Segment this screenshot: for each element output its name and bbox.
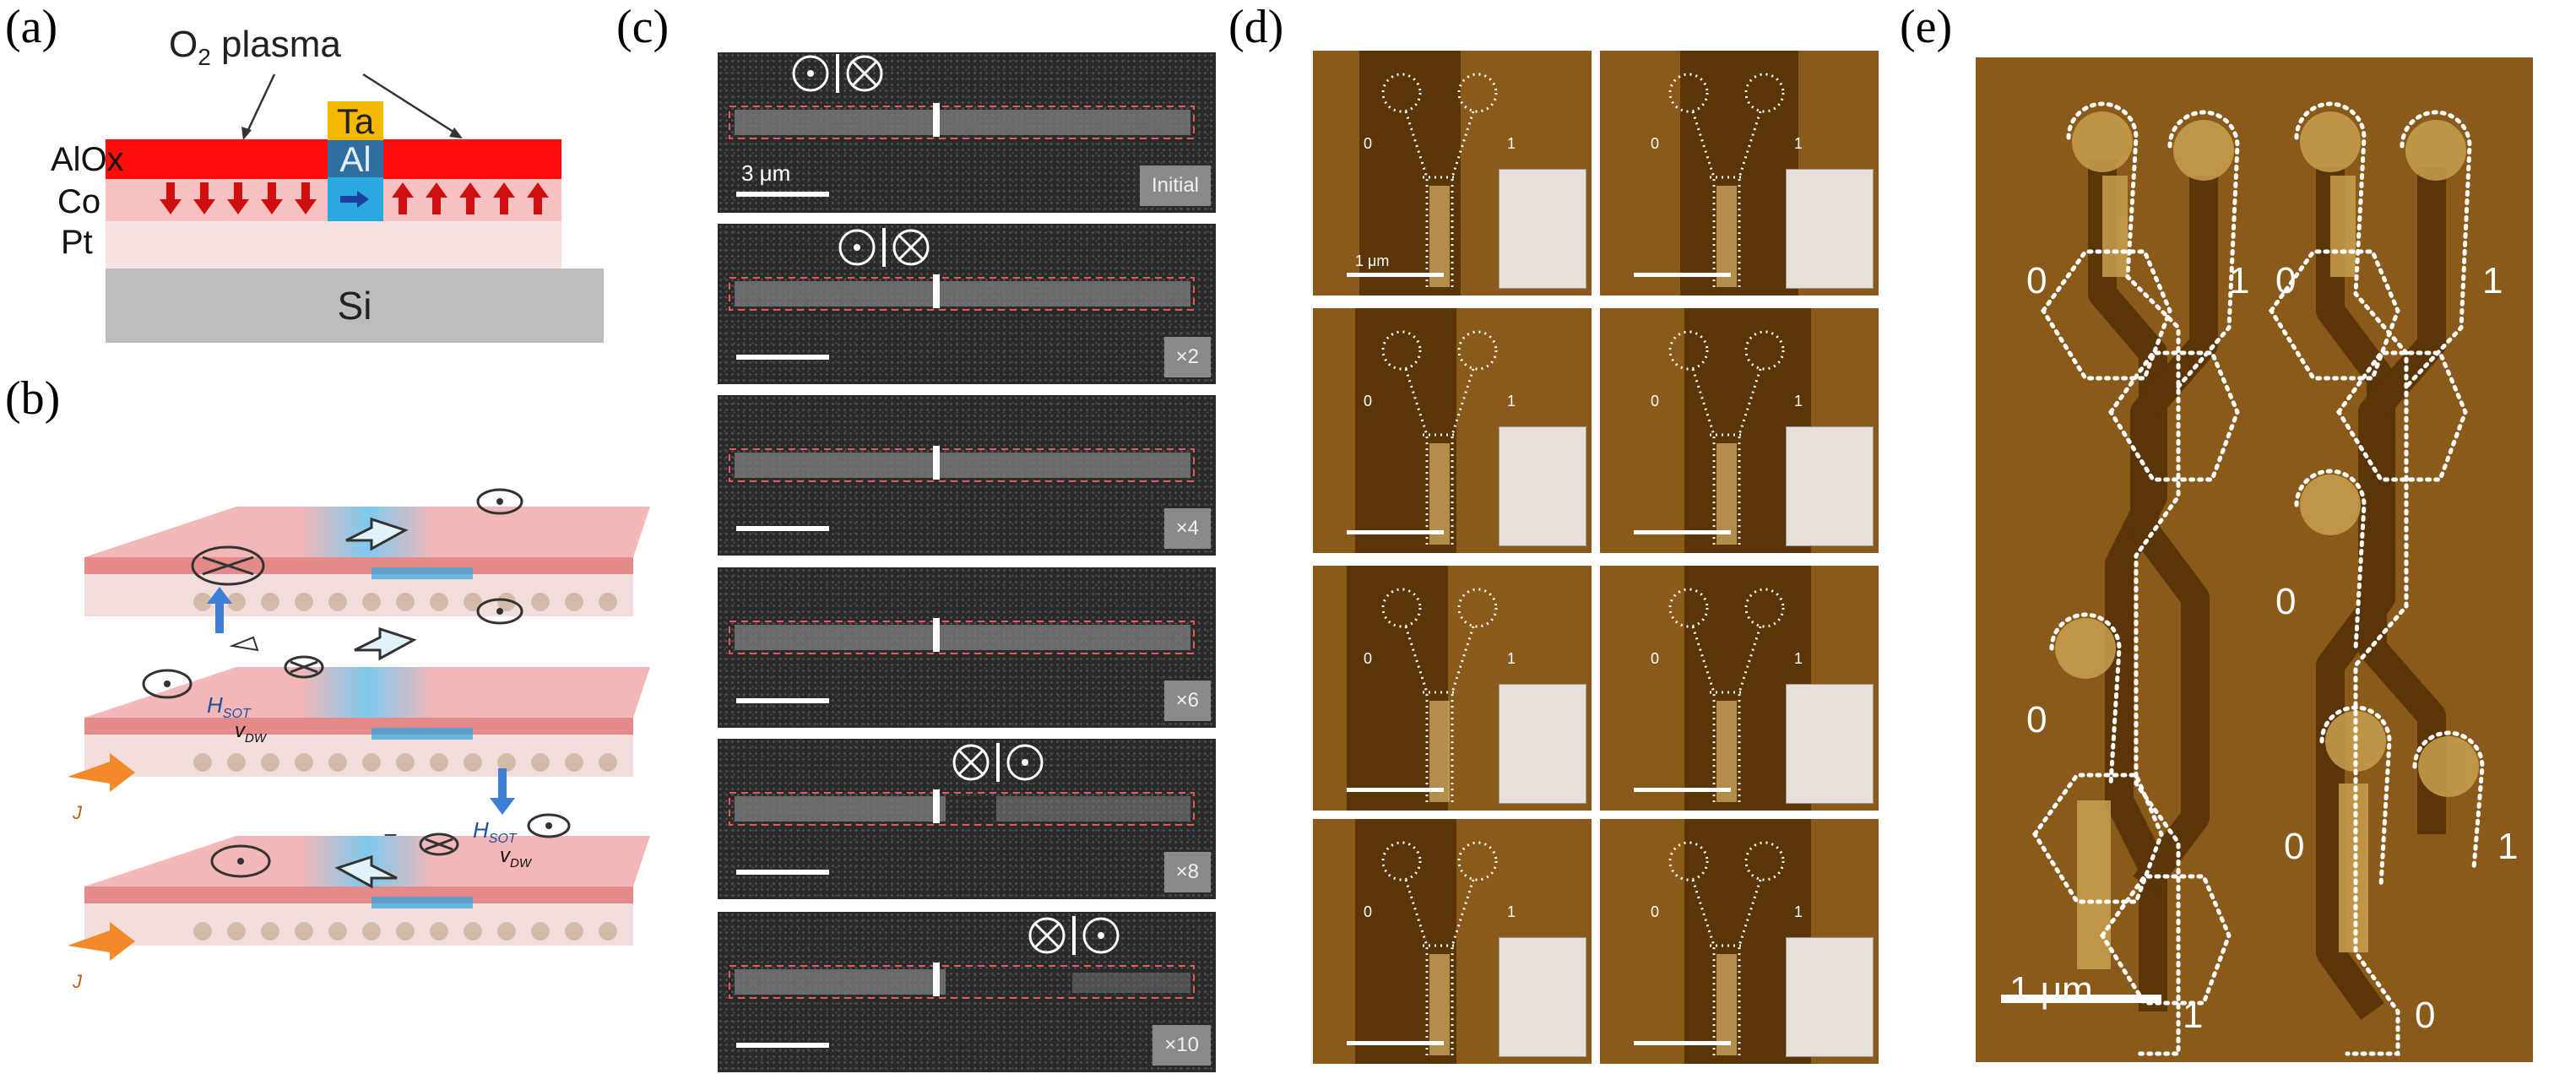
e-scale-label: 1 μm — [2009, 969, 2093, 1011]
e-label-9: 0 — [2415, 995, 2436, 1036]
track-2 — [68, 587, 650, 792]
pt-label: Pt — [61, 224, 93, 261]
e-label-4: 0 — [2275, 581, 2297, 622]
panel-label-b: (b) — [5, 372, 61, 425]
e-label-5: 0 — [2026, 699, 2047, 740]
into-symbol — [191, 545, 265, 586]
afm-scale-bar — [1347, 788, 1444, 792]
current-label-2: J — [73, 971, 82, 992]
kerr-tag-0: Initial — [1139, 165, 1211, 206]
co-magnetization-arrows — [160, 182, 549, 214]
afm-digit: 1 — [1507, 650, 1516, 667]
kerr-image-x4: ×4 — [718, 395, 1216, 556]
kerr-image-x8: ×8 — [718, 739, 1216, 899]
e-label-7: 1 — [2497, 826, 2519, 867]
panel-label-a: (a) — [5, 1, 58, 53]
afm-scale-bar — [1347, 530, 1444, 534]
afm-scale-bar — [1634, 1041, 1731, 1045]
logic-gate-inset — [1786, 684, 1874, 804]
kerr-image-x10: ×10 — [718, 912, 1216, 1072]
afm-digit: 0 — [1651, 393, 1660, 409]
afm-digit: 1 — [1507, 135, 1516, 152]
panel-b-track-schematic — [68, 488, 650, 961]
alox-label: AlOx — [51, 141, 124, 178]
co-lower-layer — [106, 221, 561, 253]
ta-cap: Ta — [328, 101, 383, 142]
e-label-2: 0 — [2275, 260, 2297, 301]
co-label: Co — [57, 183, 101, 220]
afm-scale-bar — [1347, 1041, 1444, 1045]
afm-digit: 1 — [1507, 903, 1516, 920]
vdw-label-1: vDW — [235, 719, 266, 746]
logic-gate-inset — [1786, 426, 1874, 546]
e-label-0: 0 — [2026, 260, 2047, 301]
afm-digit: 1 — [1794, 393, 1803, 409]
panel-e-afm-image: 1 μm 0 1 0 1 0 0 0 1 1 0 — [1976, 57, 2533, 1062]
co-inplane-region — [328, 177, 383, 221]
afm-digit: 1 — [1507, 393, 1516, 409]
afm-digit: 0 — [1651, 903, 1660, 920]
inplane-arrow-right — [345, 517, 409, 551]
track-3 — [68, 768, 650, 961]
logic-gate-inset — [1499, 684, 1586, 804]
si-substrate: Si — [106, 268, 604, 343]
hsot-label-2: HSOT — [473, 817, 517, 847]
logic-gate-inset — [1786, 937, 1874, 1057]
afm-digit: 0 — [1364, 135, 1373, 152]
afm-digit: 0 — [1651, 650, 1660, 667]
afm-digit: 0 — [1651, 135, 1660, 152]
kerr-image-initial: 3 μm Initial — [718, 52, 1216, 213]
afm-scale-bar — [1634, 273, 1731, 277]
kerr-tag-5: ×10 — [1152, 1025, 1211, 1066]
plasma-label: O2 plasma — [169, 24, 341, 70]
afm-digit: 0 — [1364, 393, 1373, 409]
outof-symbol — [476, 488, 523, 515]
e-label-8: 1 — [2183, 995, 2204, 1036]
afm-scale-bar — [1347, 273, 1444, 277]
kerr-image-x2: ×2 — [718, 224, 1216, 384]
afm-scale-bar — [1634, 788, 1731, 792]
alox-layer-left — [106, 139, 156, 179]
kerr-tag-4: ×8 — [1163, 852, 1211, 892]
e-label-6: 0 — [2284, 826, 2305, 867]
logic-gate-inset — [1499, 937, 1586, 1057]
afm-tile: 0 1 1 μm — [1313, 51, 1592, 296]
kerr-tag-1: ×2 — [1163, 337, 1211, 377]
kerr-tag-2: ×4 — [1163, 508, 1211, 549]
current-label-1: J — [73, 802, 82, 823]
al-cap: Al — [328, 139, 383, 179]
logic-gate-inset — [1499, 426, 1586, 546]
afm-digit: 0 — [1364, 903, 1373, 920]
afm-digit: 1 — [1794, 650, 1803, 667]
afm-digit: 1 — [1794, 135, 1803, 152]
kerr-tag-3: ×6 — [1163, 681, 1211, 721]
panel-label-c: (c) — [616, 1, 670, 53]
panel-label-d: (d) — [1228, 1, 1284, 53]
vdw-label-2: vDW — [500, 844, 531, 870]
track-1 — [84, 488, 650, 616]
e-label-1: 1 — [2229, 260, 2250, 301]
kerr-image-x6: ×6 — [718, 567, 1216, 728]
panel-label-e: (e) — [1900, 1, 1953, 53]
scale-bar-label: 3 μm — [741, 160, 791, 186]
afm-scale-bar — [1634, 530, 1731, 534]
afm-digit: 1 — [1794, 903, 1803, 920]
e-label-3: 1 — [2482, 260, 2503, 301]
afm-digit: 0 — [1364, 650, 1373, 667]
afm-scale-label: 1 μm — [1355, 252, 1390, 269]
plasma-arrows — [241, 73, 463, 140]
logic-gate-inset — [1786, 169, 1874, 289]
logic-gate-inset — [1499, 169, 1586, 289]
hsot-label-1: HSOT — [207, 692, 251, 722]
